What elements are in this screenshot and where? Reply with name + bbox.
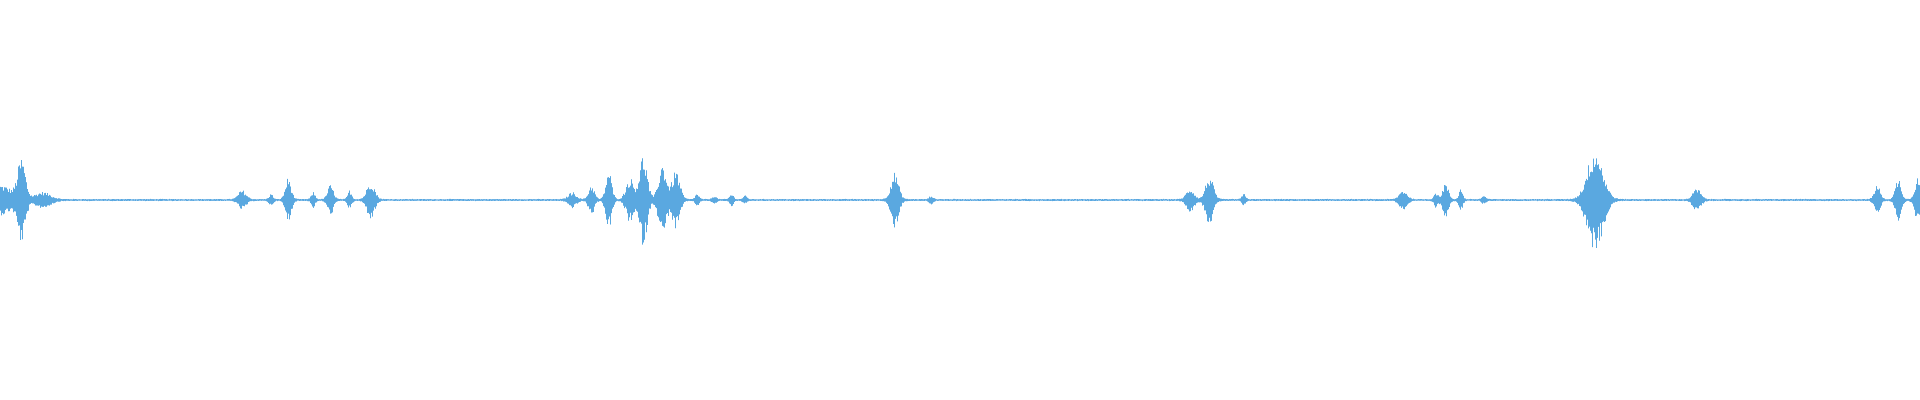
waveform-samples — [0, 158, 1920, 248]
waveform-trace — [0, 158, 1920, 248]
